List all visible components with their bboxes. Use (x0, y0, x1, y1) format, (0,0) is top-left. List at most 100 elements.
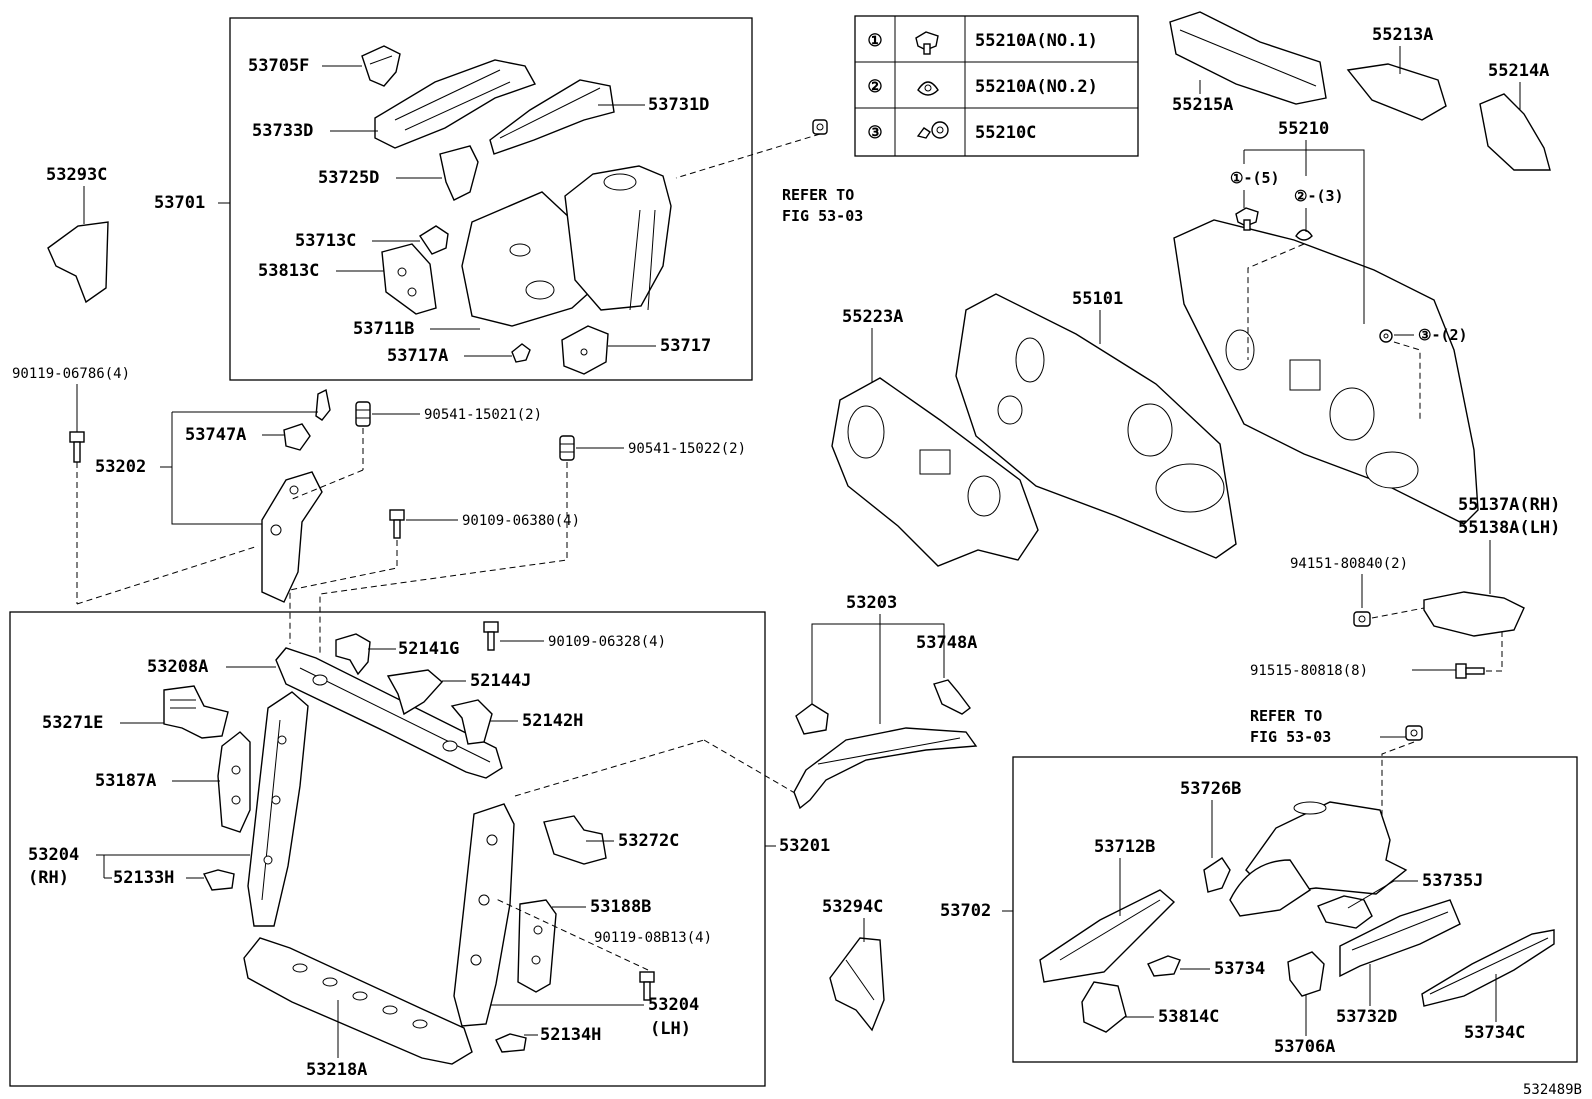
label-53271E: 53271E (42, 713, 103, 733)
label-53712B: 53712B (1094, 837, 1155, 857)
label-clip1-qty: ①-(5) (1230, 169, 1280, 187)
part-53293C (47, 221, 109, 304)
part-53272C (543, 815, 607, 865)
part-53202-bracket (261, 471, 323, 603)
part-55215A (1169, 11, 1327, 105)
clip-no1-icon (915, 31, 939, 55)
part-53203-rail (793, 727, 978, 810)
refer-note-bottom-line2: FIG 53-03 (1250, 728, 1331, 746)
label-53735J: 53735J (1422, 871, 1483, 891)
label-53208A: 53208A (147, 657, 208, 677)
part-53748A (933, 679, 971, 715)
label-94151-80840: 94151-80840(2) (1290, 556, 1408, 572)
bolt-90109-06380 (389, 509, 405, 539)
nut-refer-bottom (1405, 725, 1423, 741)
label-53293C: 53293C (46, 165, 107, 185)
clip-legend-table: ① ② ③ 55210A(NO.1) 55210A(NO.2) 55210C (854, 15, 1139, 157)
legend-part-2: 55210A(NO.2) (975, 77, 1098, 97)
bolt-91515-80818 (1455, 663, 1485, 679)
part-53208A (275, 647, 503, 779)
label-55210: 55210 (1278, 119, 1329, 139)
label-lh: (LH) (650, 1019, 691, 1039)
label-52133H: 52133H (113, 868, 174, 888)
bolt-90119-08B13 (639, 971, 655, 1001)
label-53747A: 53747A (185, 425, 246, 445)
legend-symbol-1: ① (867, 31, 882, 51)
label-53733D: 53733D (252, 121, 313, 141)
grommet-90541-15022 (559, 435, 575, 461)
label-55213A: 55213A (1372, 25, 1433, 45)
refer-note-bottom-line1: REFER TO (1250, 707, 1322, 725)
part-53187A (217, 731, 251, 833)
clip-55210a-no1-part (1235, 207, 1259, 231)
label-53717: 53717 (660, 336, 711, 356)
part-53814C (1081, 981, 1127, 1033)
grommet-90541-15021 (355, 401, 371, 427)
part-55214A (1479, 93, 1551, 171)
part-53203-bracket (795, 703, 829, 735)
label-53706A: 53706A (1274, 1037, 1335, 1057)
bolt-90109-06328 (483, 621, 499, 651)
group-box-53701 (229, 17, 753, 381)
part-52144J (386, 669, 444, 716)
label-53201: 53201 (779, 836, 830, 856)
label-53702: 53702 (940, 901, 991, 921)
legend-symbol-2: ② (867, 77, 882, 97)
part-53705F (361, 45, 401, 87)
group-box-53702 (1012, 756, 1578, 1063)
part-53713C (419, 225, 449, 255)
part-53204-lh (453, 803, 515, 1027)
clip-55210c-part (1379, 329, 1393, 343)
refer-note-top-line2: FIG 53-03 (782, 207, 863, 225)
part-53294C (829, 937, 885, 1032)
label-53203: 53203 (846, 593, 897, 613)
part-52142H (450, 699, 493, 745)
group-box-53201 (9, 611, 766, 1087)
label-53725D: 53725D (318, 168, 379, 188)
diagram-id: 532489B (1523, 1082, 1582, 1098)
part-53706A (1287, 951, 1325, 997)
label-90109-06380: 90109-06380(4) (462, 513, 580, 529)
refer-note-top-line1: REFER TO (782, 186, 854, 204)
part-53726B (1203, 857, 1231, 893)
label-53202: 53202 (95, 457, 146, 477)
label-55223A: 55223A (842, 307, 903, 327)
label-90119-08B13: 90119-08B13(4) (594, 930, 712, 946)
label-53188B: 53188B (590, 897, 651, 917)
part-53747A (283, 388, 331, 451)
part-53712B (1039, 889, 1176, 983)
label-53717A: 53717A (387, 346, 448, 366)
part-53735J (1317, 895, 1373, 929)
part-53271E (163, 685, 229, 739)
label-53814C: 53814C (1158, 1007, 1219, 1027)
part-53717 (561, 325, 609, 375)
part-53813C (381, 243, 437, 315)
label-53734: 53734 (1214, 959, 1265, 979)
label-52134H: 52134H (540, 1025, 601, 1045)
part-52134H (495, 1033, 527, 1053)
nut-refer-top (812, 119, 828, 135)
part-55101 (955, 293, 1237, 559)
label-53294C: 53294C (822, 897, 883, 917)
label-55215A: 55215A (1172, 95, 1233, 115)
label-53272C: 53272C (618, 831, 679, 851)
part-dash-panel-inner (1173, 219, 1479, 525)
label-55101: 55101 (1072, 289, 1123, 309)
part-53702-wheelhouse (1229, 801, 1408, 917)
label-52141G: 52141G (398, 639, 459, 659)
label-53701: 53701 (154, 193, 205, 213)
clip-55210c-icon (916, 121, 949, 139)
part-53725D (439, 145, 479, 201)
part-55223A (831, 377, 1039, 567)
bolt-90119-06786 (69, 431, 85, 463)
label-clip3-qty: ③-(2) (1418, 326, 1468, 344)
label-55214A: 55214A (1488, 61, 1549, 81)
part-53732D (1339, 899, 1461, 978)
label-90541-15022: 90541-15022(2) (628, 441, 746, 457)
part-55213A (1346, 63, 1447, 121)
label-53813C: 53813C (258, 261, 319, 281)
legend-part-3: 55210C (975, 123, 1036, 143)
part-53733D (374, 59, 537, 149)
label-53734C: 53734C (1464, 1023, 1525, 1043)
